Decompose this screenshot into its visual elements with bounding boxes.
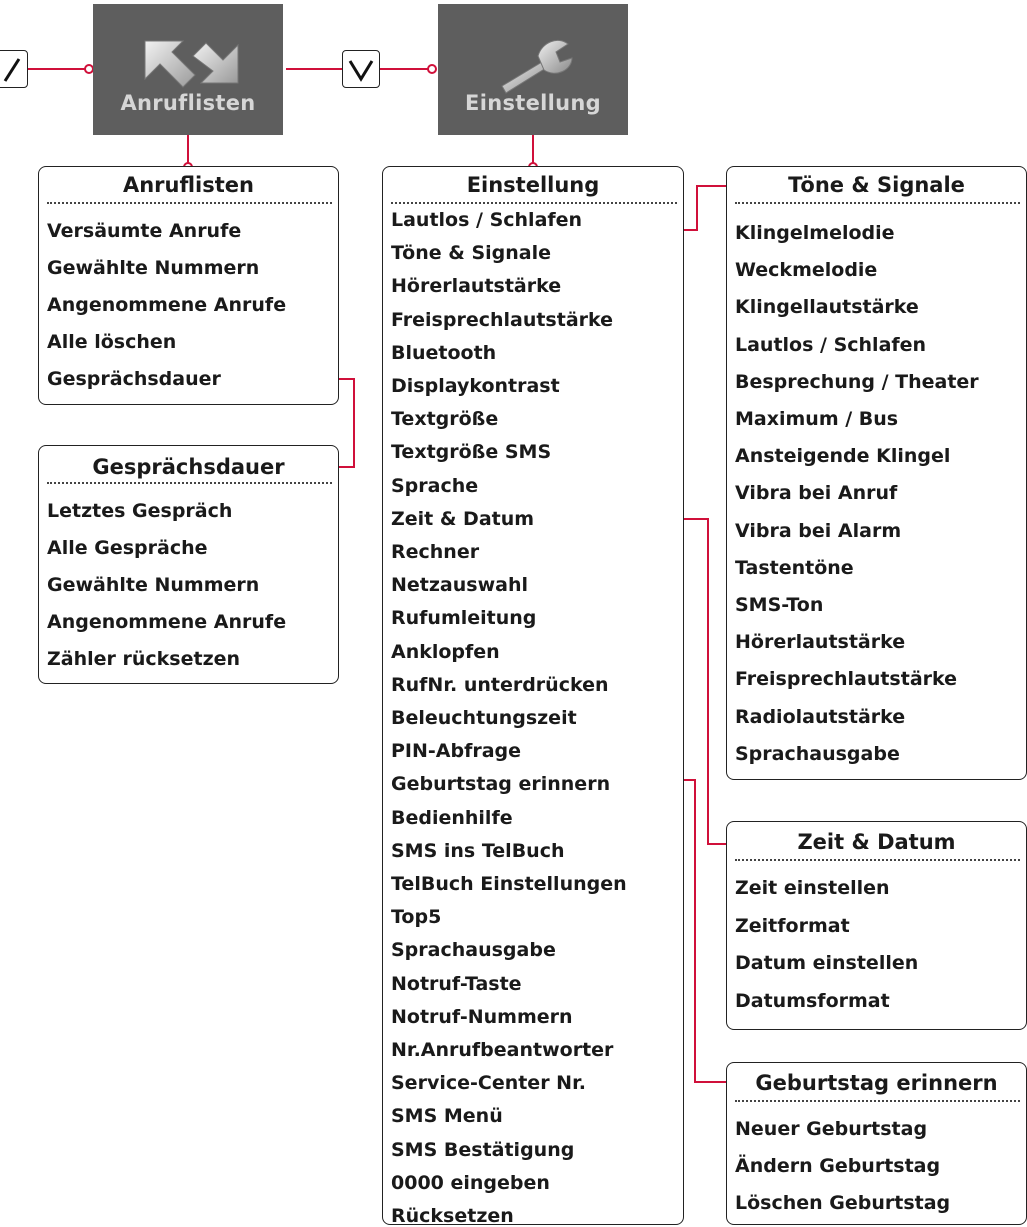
gespraechsdauer-panel: Gesprächsdauer Letztes Gespräch Alle Ges… (38, 445, 339, 684)
menu-item[interactable]: Top5 (391, 906, 442, 929)
menu-item[interactable]: Textgröße (391, 408, 499, 431)
panel-divider (47, 202, 332, 204)
menu-item[interactable]: Notruf-Taste (391, 972, 522, 995)
anruflisten-tile[interactable]: Anruflisten (93, 4, 283, 135)
menu-item[interactable]: Zeit einstellen (735, 877, 890, 899)
menu-item[interactable]: Alle löschen (47, 331, 177, 353)
menu-item[interactable]: Sprache (391, 474, 479, 497)
menu-item[interactable]: Freisprechlautstärke (391, 308, 614, 331)
geburtstag-panel-title: Geburtstag erinnern (755, 1071, 998, 1095)
einstellung-tile-label: Einstellung (465, 91, 601, 115)
menu-item[interactable]: Gewählte Nummern (47, 574, 260, 596)
menu-item[interactable]: Vibra bei Anruf (735, 482, 898, 505)
menu-item[interactable]: Rechner (391, 541, 480, 563)
menu-item[interactable]: Textgröße SMS (391, 441, 552, 464)
menu-item[interactable]: Datum einstellen (735, 952, 919, 974)
menu-item[interactable]: Töne & Signale (391, 242, 551, 265)
menu-item[interactable]: SMS ins TelBuch (391, 839, 565, 862)
menu-item[interactable]: Displaykontrast (391, 375, 560, 397)
menu-item[interactable]: Weckmelodie (735, 259, 878, 282)
menu-item[interactable]: Beleuchtungszeit (391, 707, 577, 729)
menu-item[interactable]: Bedienhilfe (391, 806, 513, 829)
toene-signale-panel-title: Töne & Signale (788, 173, 965, 197)
panel-divider (735, 859, 1020, 861)
menu-item[interactable]: Ändern Geburtstag (735, 1155, 941, 1177)
panel-divider (391, 202, 677, 204)
zeit-datum-panel-title: Zeit & Datum (797, 830, 956, 854)
wrench-icon (501, 40, 573, 94)
anruflisten-panel: Anruflisten Versäumte Anrufe Gewählte Nu… (38, 166, 339, 405)
menu-item[interactable]: Angenommene Anrufe (47, 294, 287, 316)
menu-item[interactable]: SMS Menü (391, 1105, 503, 1128)
menu-item[interactable]: Freisprechlautstärke (735, 668, 958, 691)
menu-item[interactable]: Lautlos / Schlafen (735, 333, 927, 356)
menu-item[interactable]: Bluetooth (391, 341, 497, 364)
menu-item[interactable]: Klingellautstärke (735, 296, 919, 319)
menu-item[interactable]: Netzauswahl (391, 574, 528, 597)
menu-item[interactable]: Geburtstag erinnern (391, 773, 611, 796)
menu-item[interactable]: Nr.Anrufbeantworter (391, 1039, 614, 1061)
menu-item[interactable]: Sprachausgabe (735, 742, 900, 765)
menu-item[interactable]: Datumsformat (735, 989, 890, 1012)
menu-item[interactable]: Radiolautstärke (735, 705, 906, 728)
menu-item[interactable]: PIN-Abfrage (391, 740, 522, 763)
panel-divider (735, 202, 1020, 204)
einstellung-panel-title: Einstellung (466, 173, 600, 197)
menu-item[interactable]: Rücksetzen (391, 1205, 514, 1227)
anruflisten-panel-title: Anruflisten (122, 173, 254, 197)
menu-item[interactable]: Rufumleitung (391, 607, 537, 630)
anruflisten-tile-label: Anruflisten (120, 91, 256, 115)
menu-item[interactable]: Letztes Gespräch (47, 500, 233, 522)
left-chevron-button[interactable] (0, 50, 28, 88)
menu-item[interactable]: RufNr. unterdrücken (391, 673, 609, 696)
menu-item[interactable]: Sprachausgabe (391, 939, 556, 962)
panel-divider (47, 482, 332, 484)
menu-item[interactable]: Maximum / Bus (735, 408, 899, 430)
menu-item[interactable]: Zeitformat (735, 914, 850, 937)
panel-divider (735, 1100, 1020, 1102)
menu-item[interactable]: Alle Gespräche (47, 537, 208, 559)
menu-item[interactable]: Service-Center Nr. (391, 1072, 586, 1095)
menu-item[interactable]: Zeit & Datum (391, 507, 535, 530)
down-chevron-icon (348, 60, 374, 82)
menu-item[interactable]: Notruf-Nummern (391, 1005, 573, 1028)
menu-item[interactable]: Anklopfen (391, 640, 500, 663)
gespraechsdauer-panel-title: Gesprächsdauer (92, 455, 285, 479)
menu-item[interactable]: Hörerlautstärke (735, 631, 906, 654)
menu-item[interactable]: 0000 eingeben (391, 1171, 550, 1194)
menu-item[interactable]: Tastentöne (735, 556, 854, 579)
menu-item[interactable]: SMS-Ton (735, 594, 824, 616)
menu-item[interactable]: Gesprächsdauer (47, 368, 221, 390)
menu-item[interactable]: Gewählte Nummern (47, 257, 260, 279)
arrows-icon (144, 40, 239, 88)
menu-item[interactable]: Lautlos / Schlafen (391, 209, 583, 231)
menu-item[interactable]: Neuer Geburtstag (735, 1118, 928, 1140)
down-chevron-icon (3, 58, 21, 82)
menu-item[interactable]: TelBuch Einstellungen (391, 873, 627, 895)
menu-item[interactable]: Versäumte Anrufe (47, 220, 242, 242)
menu-item[interactable]: Hörerlautstärke (391, 275, 562, 298)
connector-dot (427, 64, 437, 74)
menu-item[interactable]: Angenommene Anrufe (47, 611, 287, 633)
menu-item[interactable]: Löschen Geburtstag (735, 1192, 951, 1214)
menu-item[interactable]: SMS Bestätigung (391, 1138, 575, 1161)
menu-item[interactable]: Ansteigende Klingel (735, 445, 951, 468)
down-chevron-button[interactable] (342, 50, 380, 88)
menu-item[interactable]: Vibra bei Alarm (735, 519, 902, 542)
connector-dot (84, 64, 94, 74)
menu-item[interactable]: Zähler rücksetzen (47, 648, 241, 670)
menu-item[interactable]: Klingelmelodie (735, 222, 895, 244)
einstellung-tile[interactable]: Einstellung (438, 4, 628, 135)
menu-item[interactable]: Besprechung / Theater (735, 370, 979, 393)
